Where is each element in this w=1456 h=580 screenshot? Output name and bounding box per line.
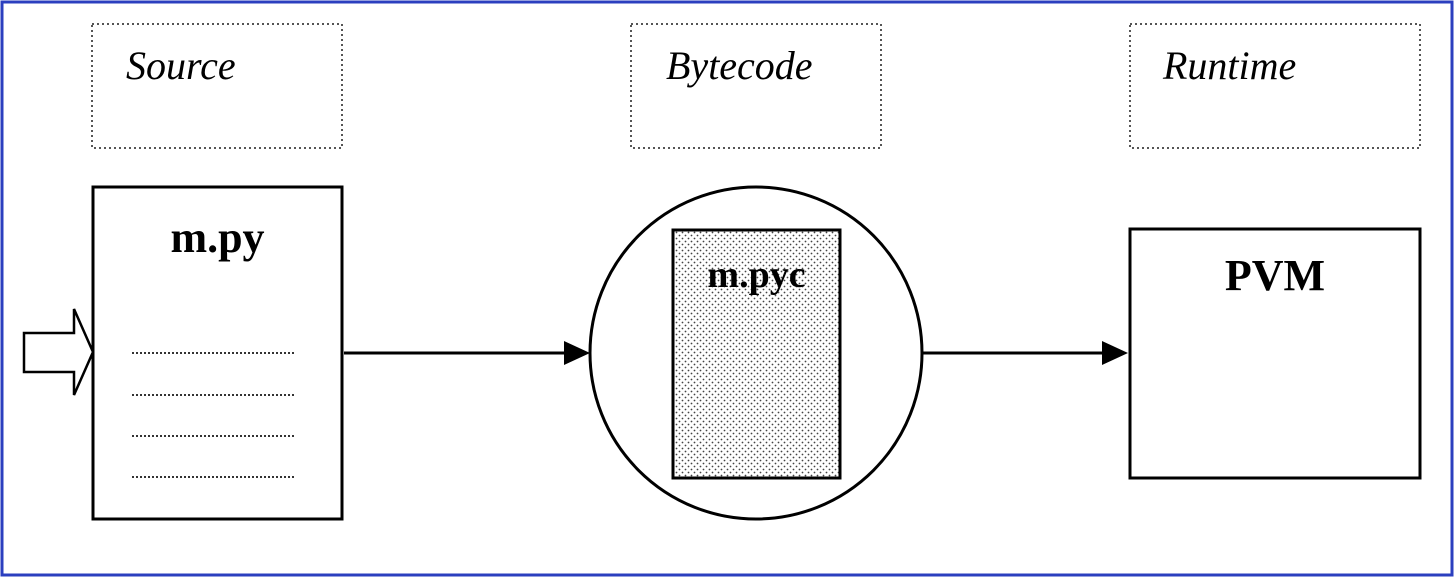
bytecode-stage-box xyxy=(630,23,882,149)
stage-label-bytecode: Bytecode xyxy=(666,43,813,88)
runtime-box xyxy=(1128,227,1422,480)
arrow-bytecode-to-runtime-head xyxy=(1102,341,1128,365)
runtime-stage-box xyxy=(1129,23,1421,149)
stage-label-runtime: Runtime xyxy=(1163,43,1297,88)
stage-label-source: Source xyxy=(126,43,236,88)
source-stage-box xyxy=(91,23,343,149)
input-arrow xyxy=(22,308,95,396)
runtime-label: PVM xyxy=(1224,251,1326,300)
arrow-source-to-bytecode-head xyxy=(564,341,590,365)
source-file-label: m.py xyxy=(170,213,265,262)
bytecode-file-box xyxy=(671,228,842,480)
bytecode-file-label: m.pyc xyxy=(707,254,806,296)
